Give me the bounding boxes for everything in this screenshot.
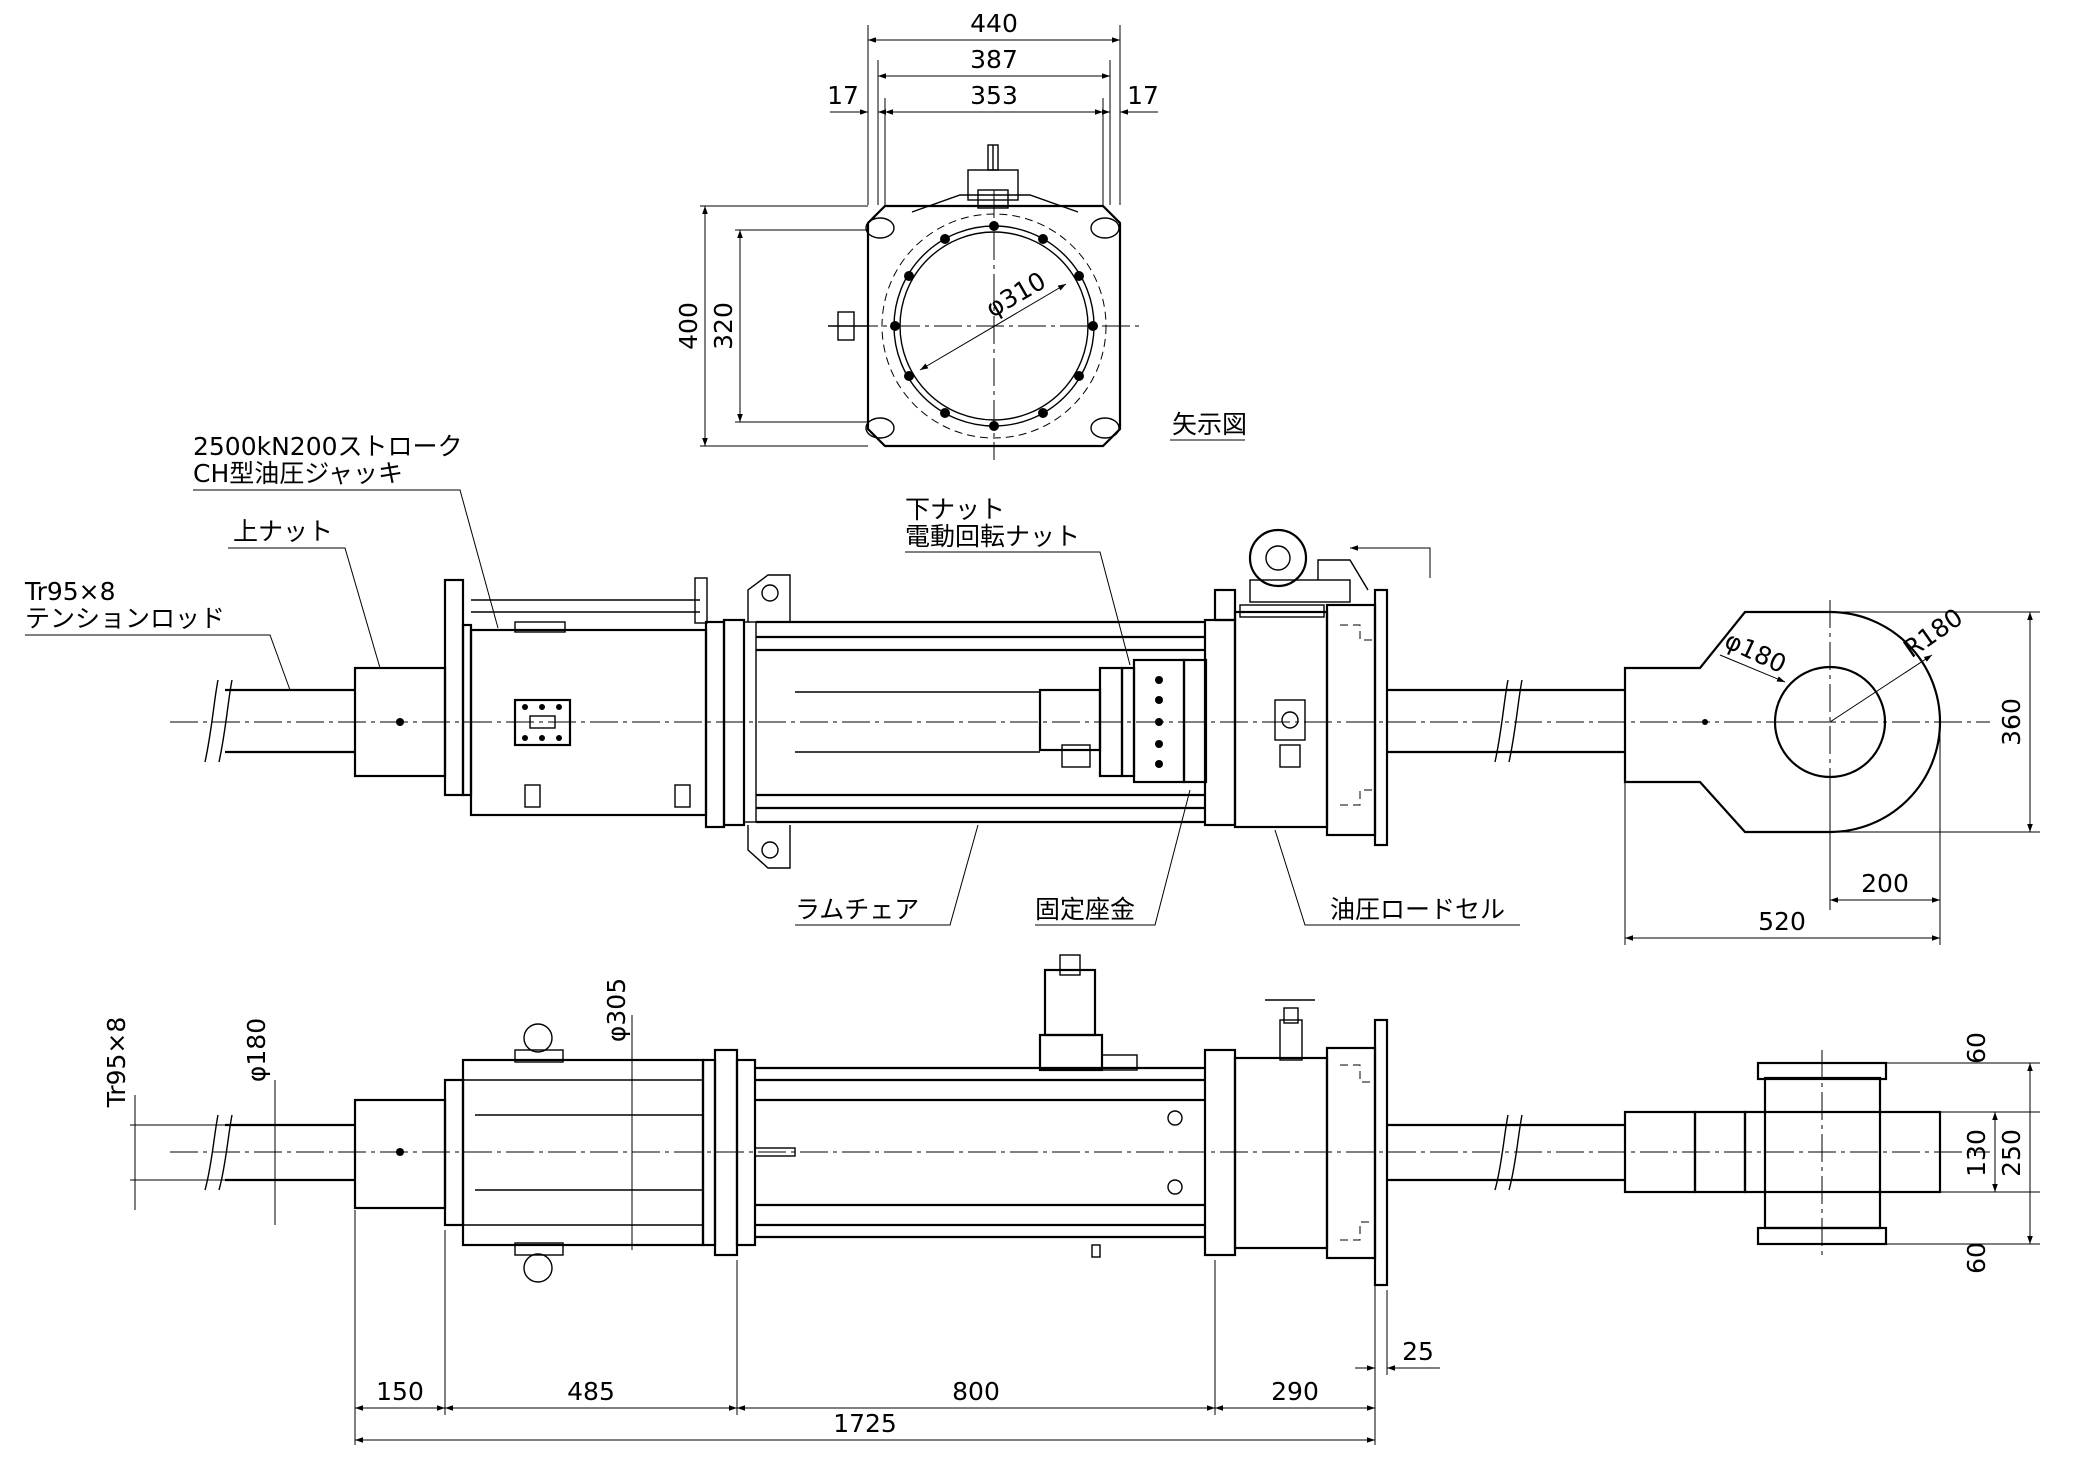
dim-520: 520	[1758, 907, 1806, 936]
front-elevation: φ180 R180 360 200 520	[170, 528, 2040, 945]
dim-387: 387	[970, 45, 1018, 74]
label-load-cell: 油圧ロードセル	[1330, 895, 1505, 924]
dim-485: 485	[567, 1377, 615, 1406]
dim-130: 130	[1962, 1129, 1991, 1177]
dim-25: 25	[1402, 1337, 1434, 1366]
dim-360: 360	[1997, 698, 2026, 746]
dim-400: 400	[674, 302, 703, 350]
label-jack-line1: 2500kN200ストローク	[193, 432, 463, 461]
dim-1725: 1725	[833, 1409, 897, 1438]
dim-290: 290	[1271, 1377, 1319, 1406]
dim-17-left: 17	[827, 81, 859, 110]
dim-phi310: φ310	[981, 266, 1051, 323]
dim-17-right: 17	[1127, 81, 1159, 110]
dim-phi180-plan: φ180	[242, 1018, 271, 1082]
dim-200: 200	[1861, 869, 1909, 898]
dim-320: 320	[709, 302, 738, 350]
label-upper-nut: 上ナット	[233, 517, 333, 546]
dim-440: 440	[970, 9, 1018, 38]
dim-353: 353	[970, 81, 1018, 110]
dim-phi305: φ305	[602, 978, 631, 1042]
dim-250: 250	[1997, 1129, 2026, 1177]
front-labels: 2500kN200ストローク CH型油圧ジャッキ 上ナット Tr95×8 テンシ…	[24, 432, 1520, 926]
label-lower-nut-line2: 電動回転ナット	[905, 522, 1080, 551]
dim-60-bottom: 60	[1962, 1242, 1991, 1274]
label-arrow-view: 矢示図	[1172, 410, 1247, 439]
label-fixed-washer: 固定座金	[1035, 895, 1135, 924]
dim-phi180-front: φ180	[1720, 626, 1790, 679]
arrow-view: 440 387 353 17 17 400 320	[674, 9, 1247, 460]
dim-150: 150	[376, 1377, 424, 1406]
dim-800: 800	[952, 1377, 1000, 1406]
dim-tr95-plan: Tr95×8	[102, 1017, 131, 1109]
plan-view: Tr95×8 φ180 φ305 250 130 60 60 25 150 48…	[102, 954, 2040, 1445]
label-rod-line1: Tr95×8	[24, 577, 116, 606]
label-rod-line2: テンションロッド	[25, 604, 225, 633]
dim-60-top: 60	[1962, 1032, 1991, 1064]
label-ram-chair: ラムチェア	[795, 895, 919, 924]
label-jack-line2: CH型油圧ジャッキ	[193, 459, 403, 488]
label-lower-nut-line1: 下ナット	[905, 495, 1005, 524]
